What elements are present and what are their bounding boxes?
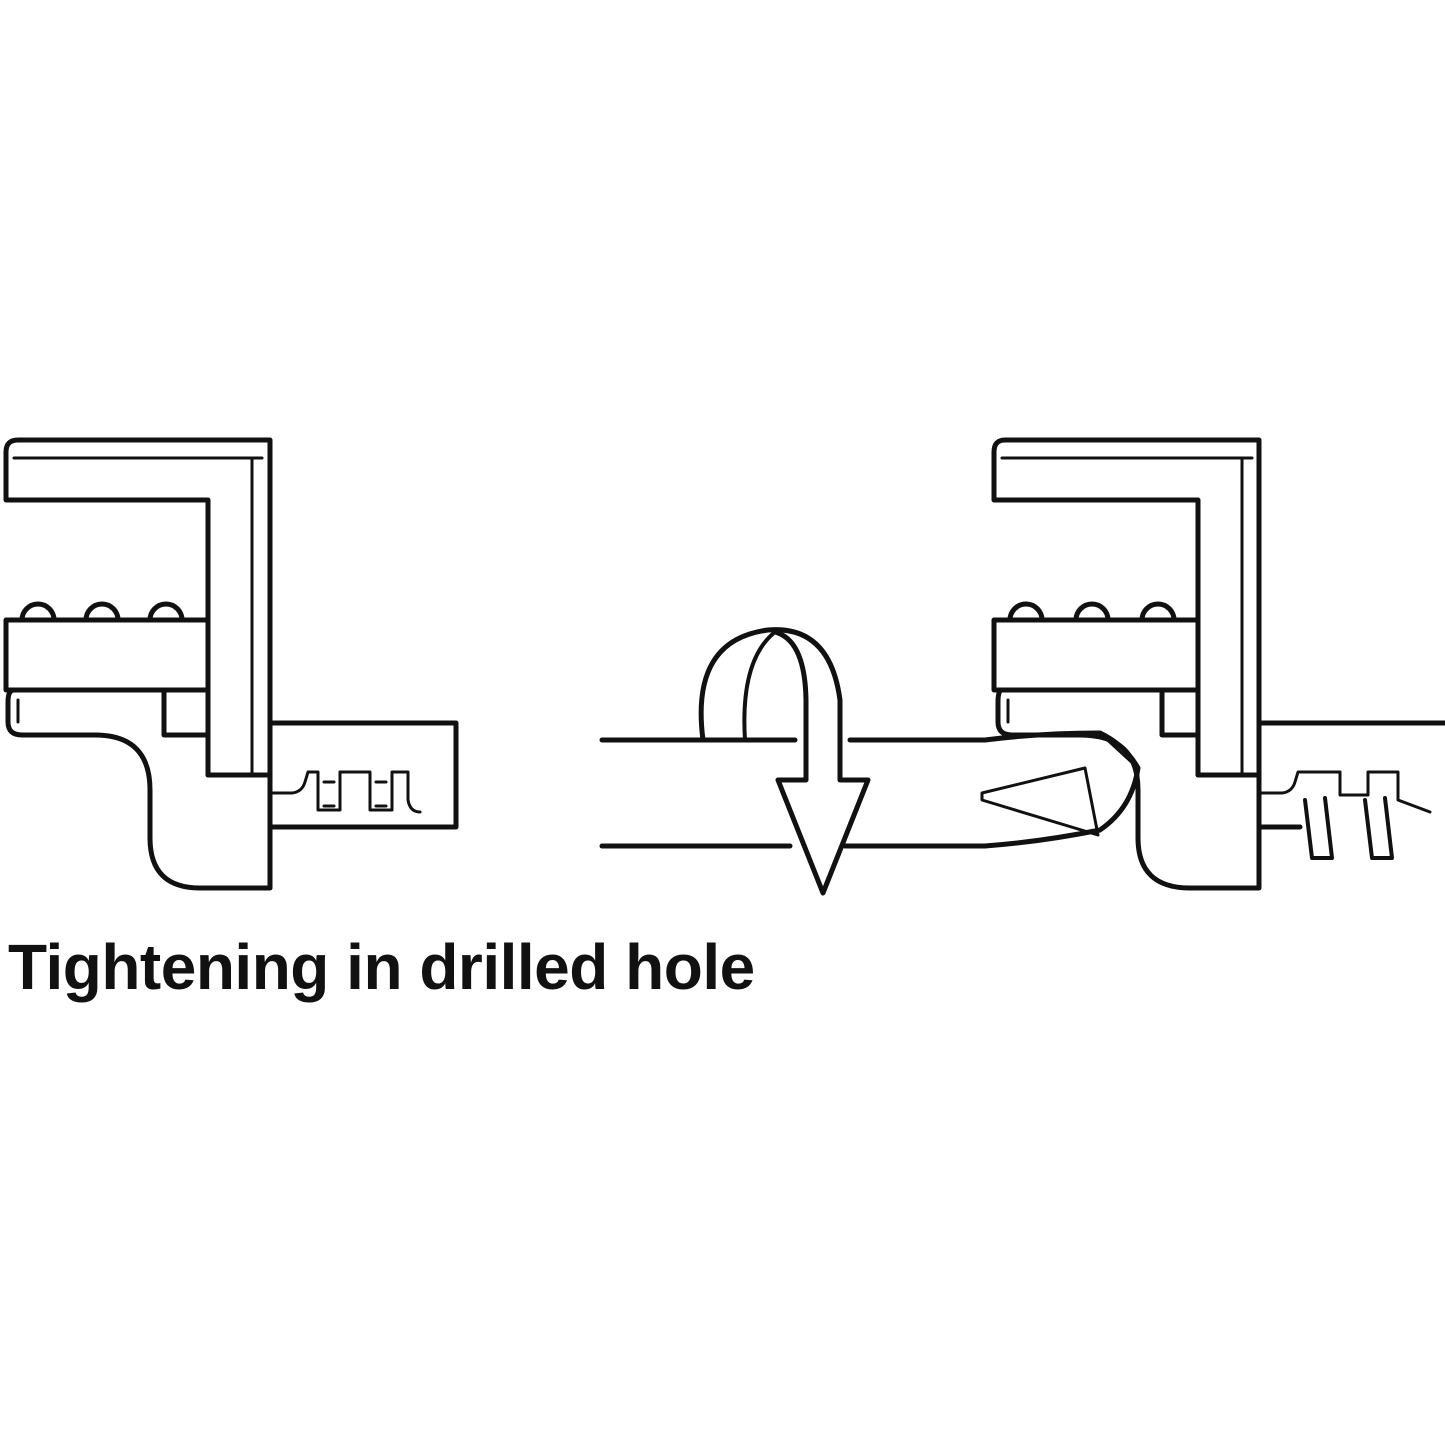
dowel [1256,720,1445,830]
expansion-leg [1303,796,1334,860]
expansion-leg [1363,796,1394,860]
rotation-arrow-band [698,627,871,896]
screwdriver-tip-face [980,766,1100,837]
stud [1007,601,1045,623]
stud [1073,601,1111,623]
rotation-arrow-icon [698,627,871,896]
dowel [267,720,459,830]
fitting-after [991,437,1445,891]
screwdriver-icon [599,730,1141,849]
stud [1139,601,1177,623]
dowel-thread [1257,770,1432,814]
stud [83,601,121,623]
lower-hook [5,687,273,891]
stud [19,601,57,623]
caption: Tightening in drilled hole [8,931,755,1003]
middle-bar [3,617,211,693]
screwdriver-tip [982,730,1141,849]
dowel-thread [268,770,422,814]
rotation-arrow-inner [742,630,777,742]
lower-hook [995,687,1262,891]
fitting-before [3,437,459,891]
stud [147,601,185,623]
middle-bar [991,617,1201,693]
